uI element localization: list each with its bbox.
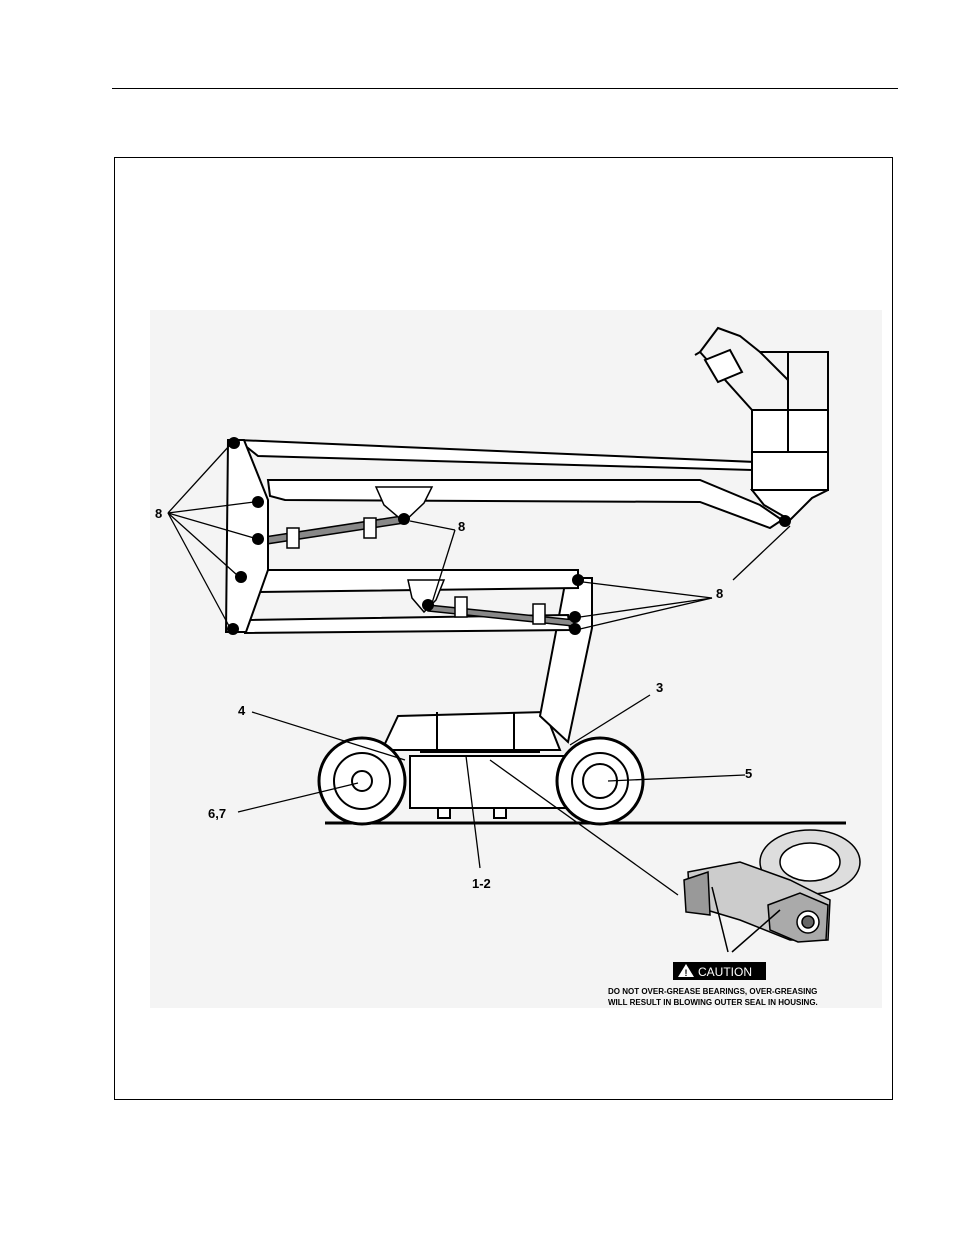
grease-points: [227, 437, 791, 635]
turntable: [380, 710, 562, 753]
grease-point: [252, 533, 264, 545]
header-rule: [112, 88, 898, 89]
grease-point: [252, 496, 264, 508]
grease-point: [569, 623, 581, 635]
grease-point: [227, 623, 239, 635]
svg-text:!: !: [685, 968, 688, 978]
rear-wheel: [317, 736, 407, 826]
caution-label: ! CAUTION DO NOT OVER-GREASE BEARINGS, O…: [608, 962, 818, 1007]
front-wheel: [555, 736, 645, 826]
callout-6-7: 6,7: [208, 806, 226, 821]
callout-1-2: 1-2: [472, 876, 491, 891]
grease-point: [569, 611, 581, 623]
caution-title: CAUTION: [698, 965, 752, 979]
grease-point: [422, 599, 434, 611]
grease-point: [235, 571, 247, 583]
callout-8-left: 8: [155, 506, 162, 521]
grease-point: [228, 437, 240, 449]
callout-3: 3: [656, 680, 663, 695]
callout-8-right: 8: [716, 586, 723, 601]
warning-triangle-icon: [678, 964, 694, 977]
caution-badge: [673, 962, 766, 980]
grease-point: [779, 515, 791, 527]
chassis: [409, 755, 569, 819]
callout-5: 5: [745, 766, 752, 781]
caution-line-2: WILL RESULT IN BLOWING OUTER SEAL IN HOU…: [608, 998, 818, 1007]
callout-4: 4: [238, 703, 246, 718]
figure-frame: [114, 157, 893, 1100]
platform: [694, 326, 829, 522]
leader-lines: [167, 444, 791, 896]
grease-point: [572, 574, 584, 586]
bearing-detail-inset: [683, 829, 861, 953]
callout-8-mid: 8: [458, 519, 465, 534]
caution-line-1: DO NOT OVER-GREASE BEARINGS, OVER-GREASI…: [608, 987, 817, 996]
grease-point: [398, 513, 410, 525]
callouts: 8 8 8 3 4 5 6,7 1-2: [155, 506, 752, 891]
